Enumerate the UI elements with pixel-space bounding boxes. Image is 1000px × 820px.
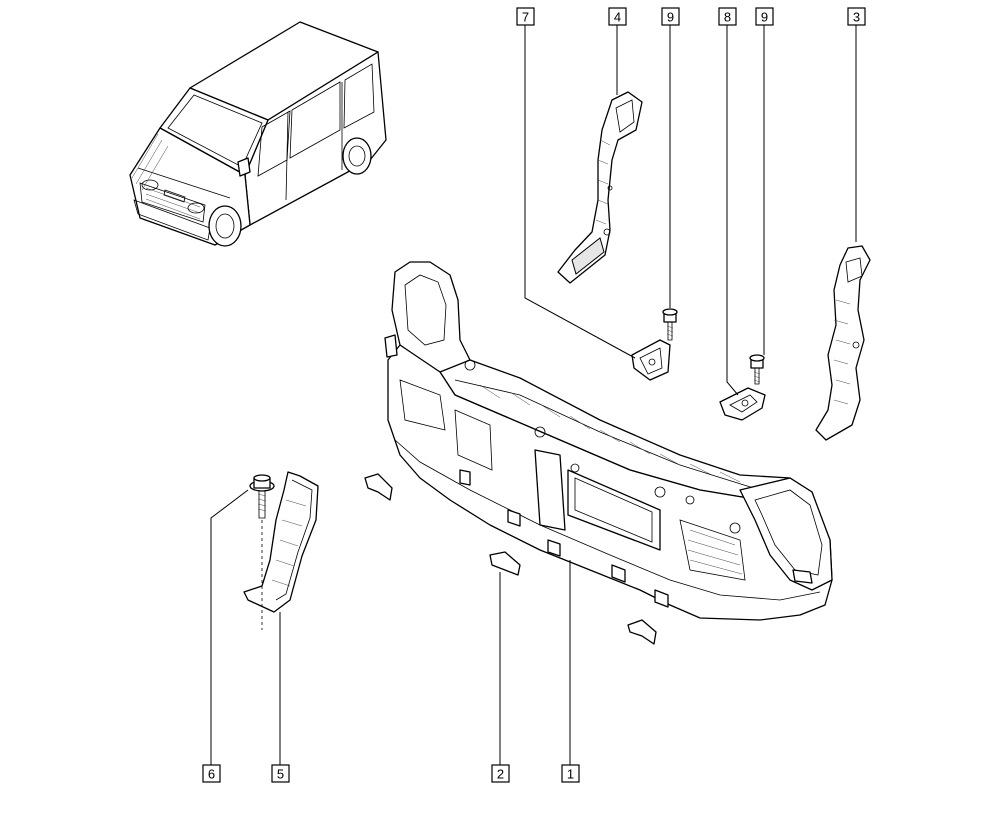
callout-9-left: 9 <box>661 7 680 26</box>
clip-part-2-a <box>489 551 521 576</box>
callout-7: 7 <box>516 7 535 26</box>
callout-9-right-label: 9 <box>761 10 768 25</box>
leader-lines <box>210 25 857 765</box>
callout-4: 4 <box>608 7 627 26</box>
callout-1: 1 <box>561 764 580 783</box>
screw-part-9-a <box>662 308 678 341</box>
callout-3-label: 3 <box>853 10 860 25</box>
callout-7-label: 7 <box>522 10 529 25</box>
upright-part-5 <box>243 471 319 613</box>
callout-4-label: 4 <box>614 10 621 25</box>
clip-part-2-b <box>364 473 393 501</box>
screw-part-6 <box>249 474 275 630</box>
callout-5: 5 <box>271 764 290 783</box>
callout-3: 3 <box>847 7 866 26</box>
bracket-part-8 <box>719 387 766 421</box>
callout-2: 2 <box>491 764 510 783</box>
callout-6-label: 6 <box>208 767 215 782</box>
clip-part-2-c <box>627 619 657 645</box>
callout-2-label: 2 <box>497 767 504 782</box>
screw-part-9-b <box>749 354 765 385</box>
callout-9-left-label: 9 <box>667 10 674 25</box>
callout-8-label: 8 <box>724 10 731 25</box>
callout-1-label: 1 <box>567 767 574 782</box>
rail-part-3 <box>815 245 871 441</box>
van-illustration <box>129 21 387 247</box>
rail-part-4 <box>557 91 643 284</box>
front-panel-assembly <box>384 261 833 621</box>
callout-8: 8 <box>718 7 737 26</box>
callout-9-right: 9 <box>755 7 774 26</box>
bracket-part-7 <box>631 339 671 381</box>
callout-5-label: 5 <box>277 767 284 782</box>
callout-6: 6 <box>202 764 221 783</box>
